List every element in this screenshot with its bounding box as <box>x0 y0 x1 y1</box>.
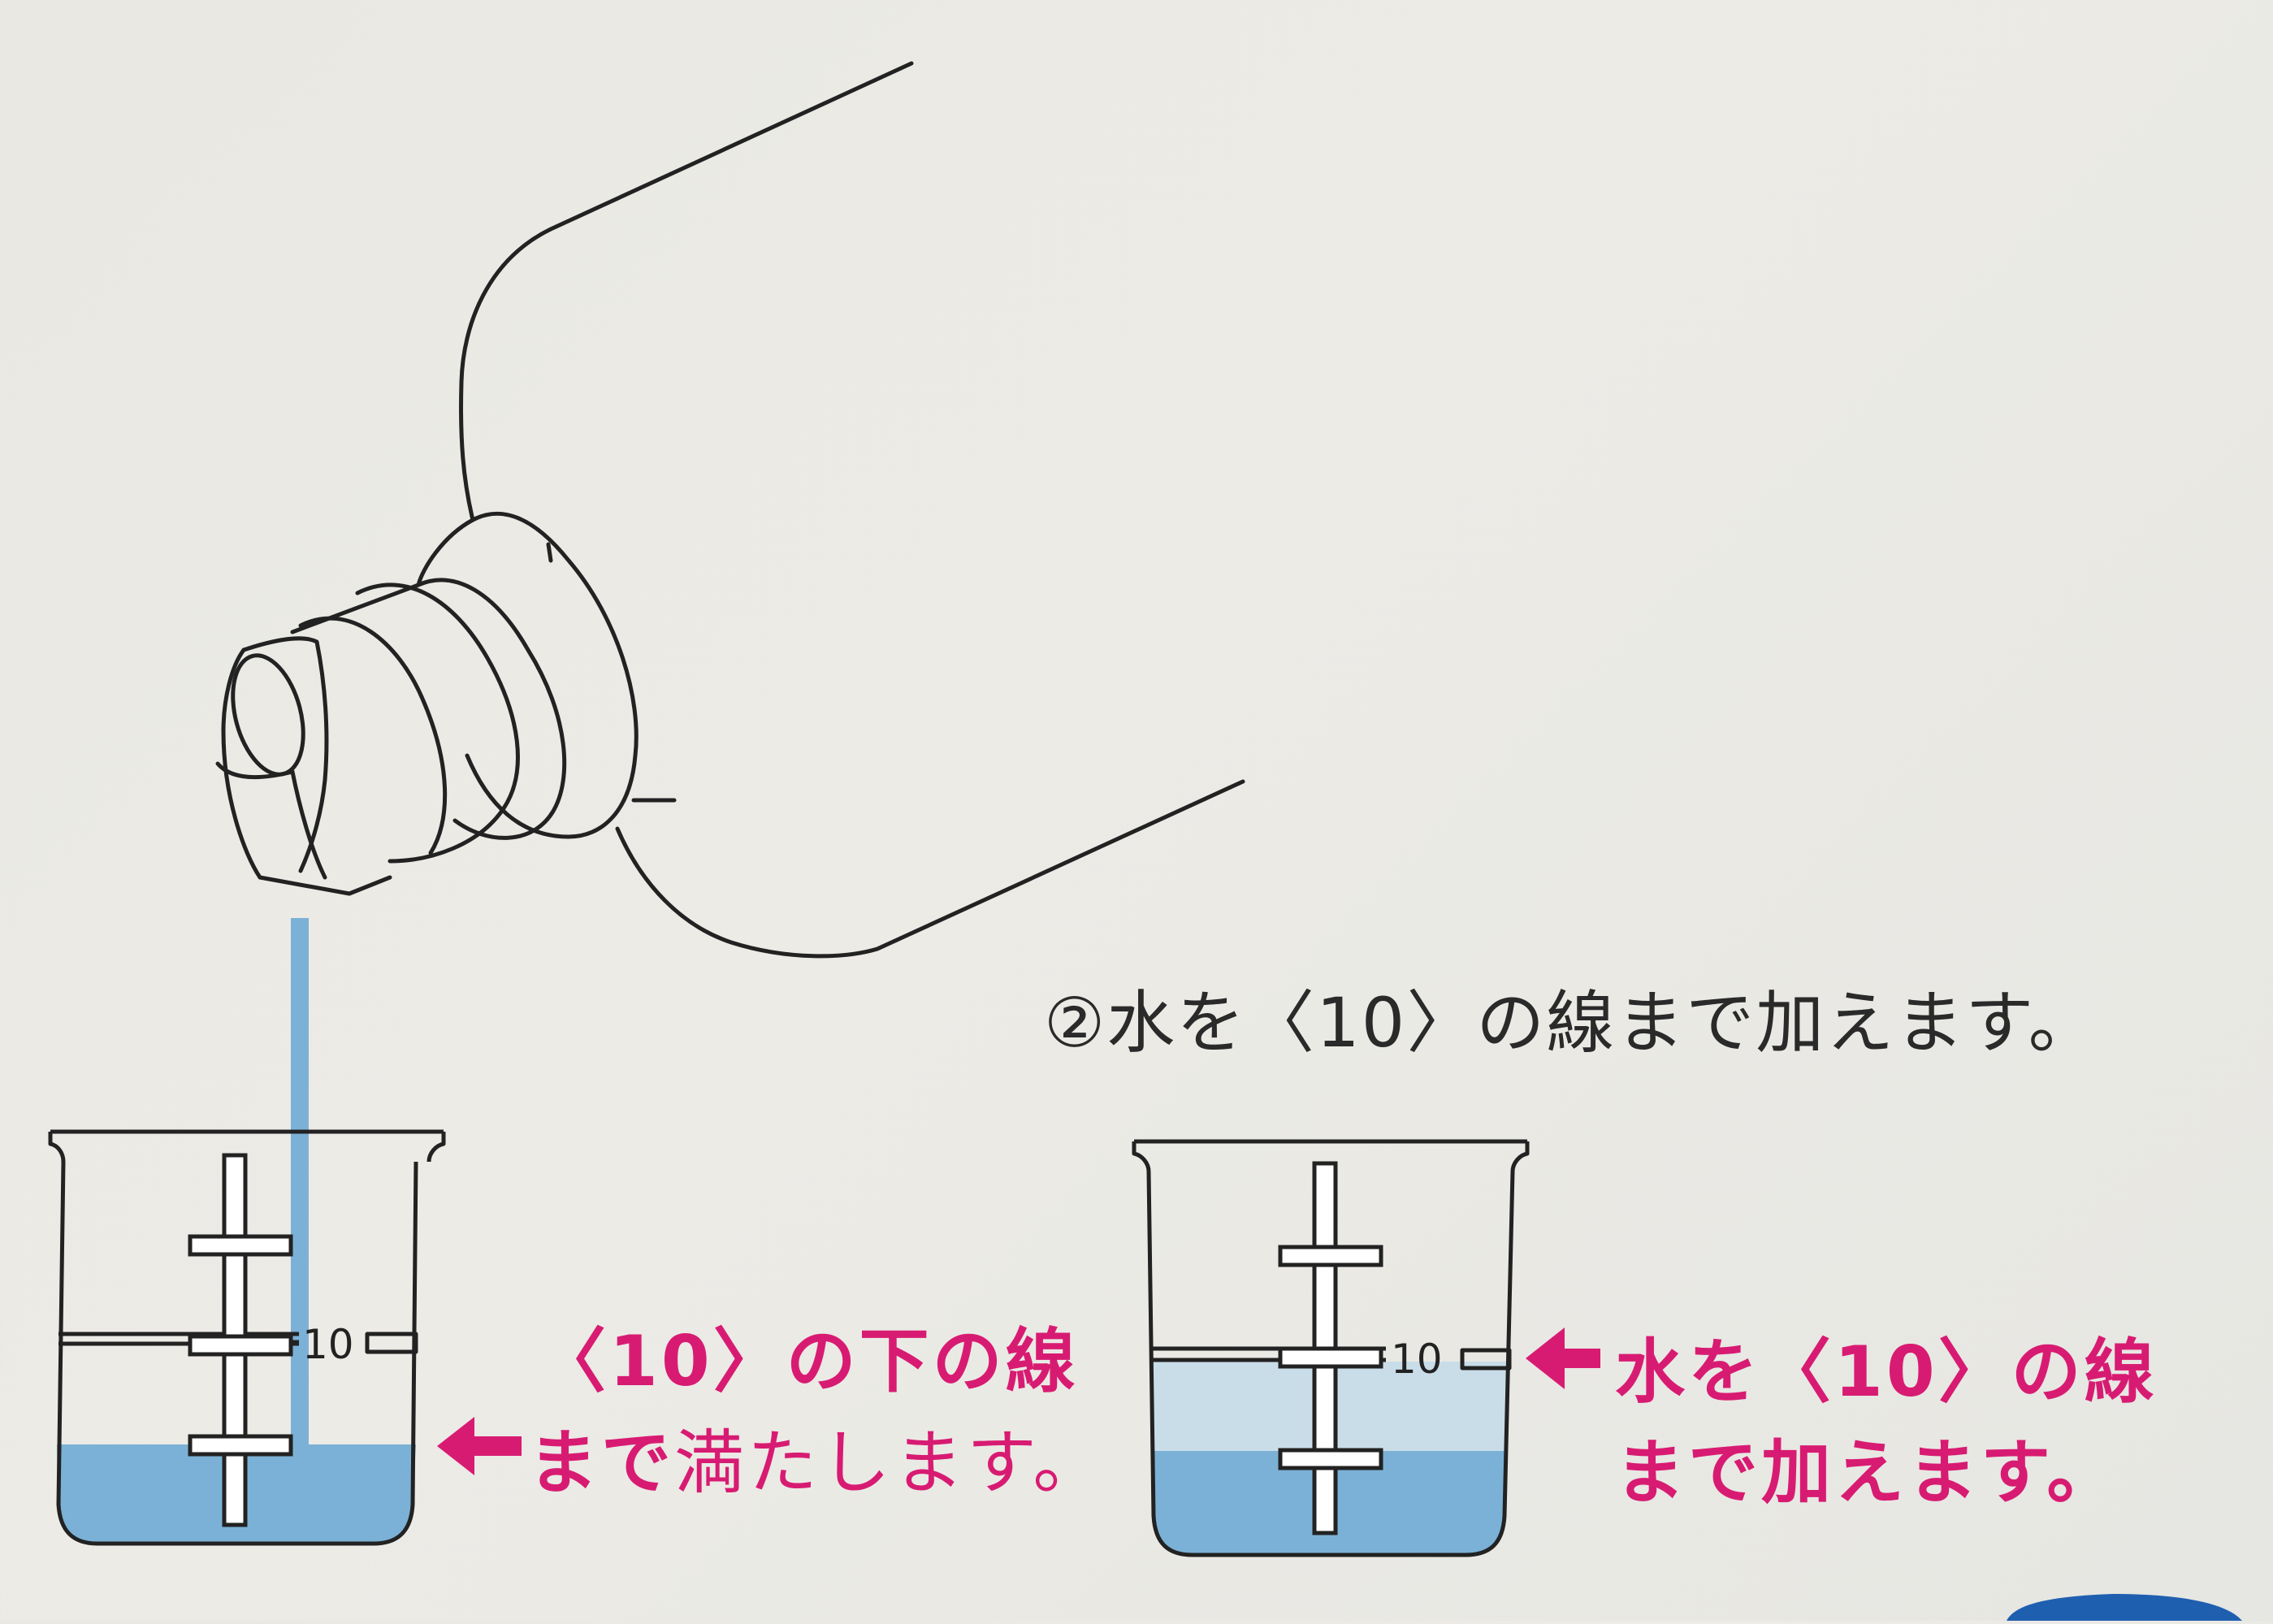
step-instruction: ②水を〈10〉の線まで加えます。 <box>1044 983 2098 1063</box>
left-beaker-scale-label: 10 <box>302 1321 354 1368</box>
left-callout-line2-rest: 満たします。 <box>674 1423 1106 1504</box>
water-stream <box>291 918 309 1450</box>
right-beaker: 10 <box>1132 1139 1530 1557</box>
right-callout-line2: まで加えます。 <box>1615 1432 2120 1514</box>
left-callout-line2: まで満たします。 <box>431 1405 1106 1507</box>
corner-decoration <box>2007 1594 2242 1621</box>
left-beaker: 10 <box>48 1129 446 1546</box>
left-callout-line1: 〈10〉の下の線 <box>536 1321 1079 1402</box>
bottle-illustration <box>215 61 1245 959</box>
right-callout-line1-text: 水を〈10〉の線 <box>1615 1332 2158 1413</box>
left-callout-line2-bold: まで <box>528 1423 674 1504</box>
right-callout-line1: 水を〈10〉の線 <box>1526 1314 2158 1416</box>
left-callout-arrow <box>437 1417 522 1475</box>
right-beaker-scale-label: 10 <box>1391 1336 1443 1383</box>
right-callout-arrow <box>1526 1327 1600 1389</box>
